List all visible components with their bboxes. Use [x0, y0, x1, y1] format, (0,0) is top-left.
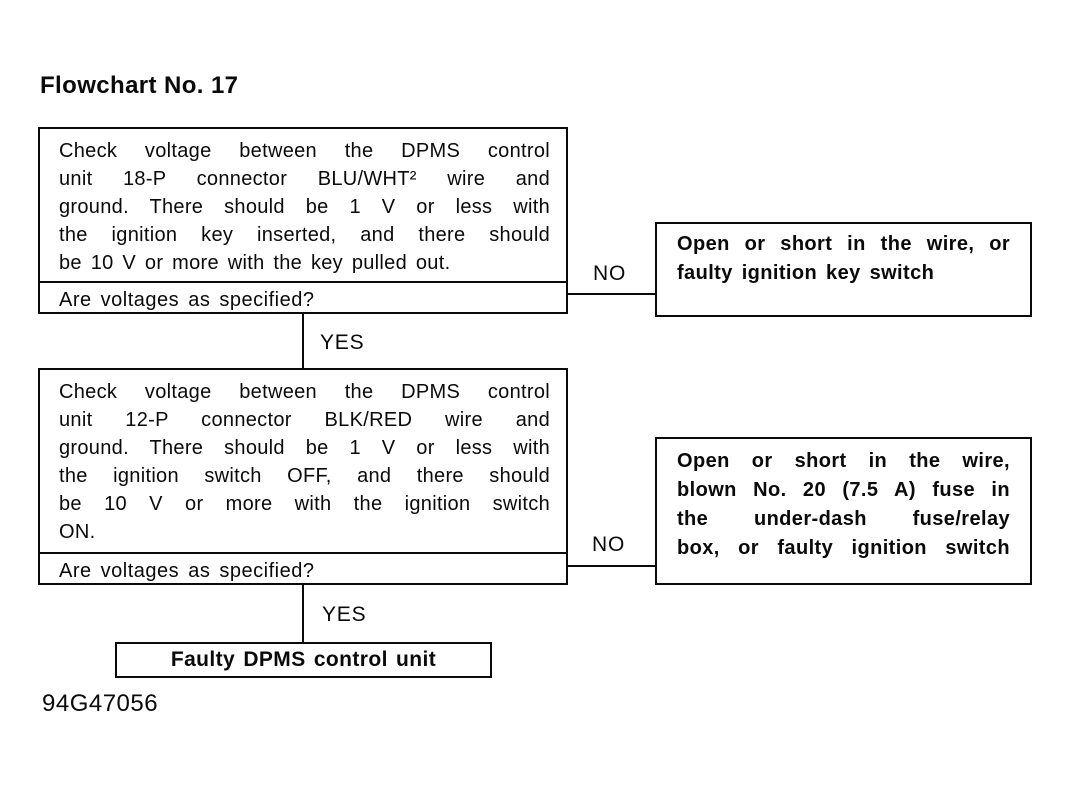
text-line: the ignition key inserted, and there sho… [59, 224, 550, 246]
text-line: blown No. 20 (7.5 A) fuse in [677, 479, 1010, 501]
text-line: Open or short in the wire, or [677, 233, 1010, 255]
connector-yes-2 [302, 585, 304, 642]
result2-box: Open or short in the wire, blown No. 20 … [655, 437, 1032, 585]
text-line: Check voltage between the DPMS control [59, 140, 550, 162]
text-line: the ignition switch OFF, and there shoul… [59, 465, 550, 487]
text-line: box, or faulty ignition switch [677, 537, 1010, 559]
no-label-1: NO [593, 262, 627, 285]
no-label-2: NO [592, 533, 626, 556]
text-line: Check voltage between the DPMS control [59, 381, 550, 403]
final-result-box: Faulty DPMS control unit [115, 642, 492, 678]
connector-yes-1 [302, 313, 304, 368]
step2-question: Are voltages as specified? [40, 552, 566, 583]
step1-instructions: Check voltage between the DPMS control u… [40, 129, 566, 281]
text-line: ON. [59, 521, 96, 543]
text-line: Open or short in the wire, [677, 450, 1010, 472]
text-line: be 10 V or more with the key pulled out. [59, 252, 451, 274]
text-line: faulty ignition key switch [677, 262, 935, 284]
document-id: 94G47056 [42, 690, 159, 717]
connector-no-2 [567, 565, 655, 567]
step1-question: Are voltages as specified? [40, 281, 566, 312]
yes-label-2: YES [322, 603, 367, 626]
page-title: Flowchart No. 17 [40, 72, 239, 99]
step2-instructions: Check voltage between the DPMS control u… [40, 370, 566, 552]
result1-box: Open or short in the wire, or faulty ign… [655, 222, 1032, 317]
text-line: unit 12-P connector BLK/RED wire and [59, 409, 550, 431]
final-result-label: Faulty DPMS control unit [170, 648, 437, 671]
text-line: ground. There should be 1 V or less with [59, 437, 550, 459]
text-line: unit 18-P connector BLU/WHT² wire and [59, 168, 550, 190]
text-line: be 10 V or more with the ignition switch [59, 493, 550, 515]
step2-check-box: Check voltage between the DPMS control u… [38, 368, 568, 585]
yes-label-1: YES [320, 331, 365, 354]
connector-no-1 [567, 293, 655, 295]
text-line: the under-dash fuse/relay [677, 508, 1010, 530]
step1-check-box: Check voltage between the DPMS control u… [38, 127, 568, 314]
text-line: ground. There should be 1 V or less with [59, 196, 550, 218]
